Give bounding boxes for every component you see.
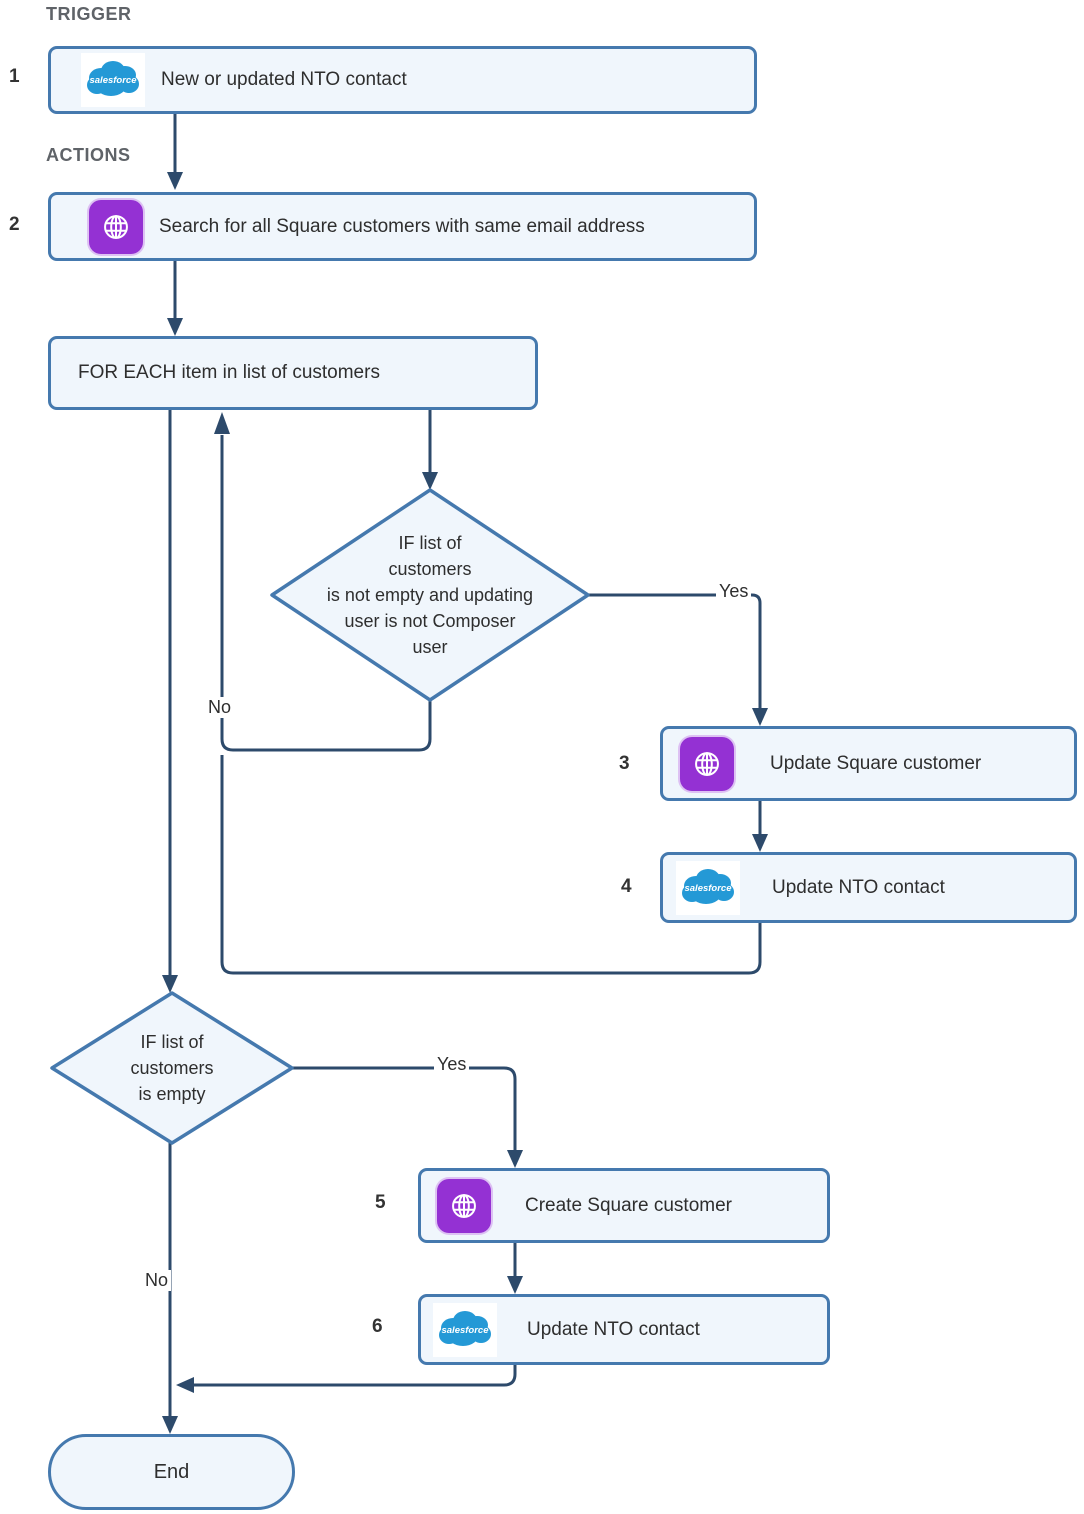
- node-label: Search for all Square customers with sam…: [159, 215, 645, 237]
- globe-icon: [89, 199, 143, 254]
- edge-label-no-2: No: [142, 1270, 172, 1291]
- salesforce-icon: salesforce: [676, 860, 740, 915]
- node-step3-update-square-customer: Update Square customer: [660, 726, 1077, 801]
- section-header-actions: ACTIONS: [46, 145, 131, 165]
- node-label: Create Square customer: [525, 1194, 732, 1216]
- decision-text: IF list of customers is not empty and up…: [326, 533, 534, 657]
- edge-label-yes-1: Yes: [716, 581, 752, 602]
- salesforce-logo-text: salesforce: [441, 1325, 489, 1336]
- edge-label-no-1: No: [205, 697, 235, 718]
- step-number-1: 1: [9, 66, 20, 87]
- salesforce-icon: salesforce: [433, 1302, 497, 1357]
- node-end-terminator: End: [48, 1434, 295, 1510]
- salesforce-logo-text: salesforce: [684, 883, 732, 894]
- decision-list-is-empty: IF list of customers is empty: [50, 991, 294, 1145]
- decision-list-not-empty-and-not-composer-user: IF list of customers is not empty and up…: [270, 488, 590, 702]
- salesforce-logo-text: salesforce: [89, 75, 137, 86]
- node-step2-search-square-customers: Search for all Square customers with sam…: [48, 192, 757, 261]
- node-for-each-loop: FOR EACH item in list of customers: [48, 336, 538, 410]
- globe-icon: [680, 736, 734, 791]
- decision-text: IF list of customers is empty: [130, 1032, 214, 1104]
- step-number-6: 6: [372, 1316, 383, 1337]
- edge-label-yes-2: Yes: [434, 1054, 470, 1075]
- step-number-4: 4: [621, 876, 632, 897]
- step-number-3: 3: [619, 753, 630, 774]
- node-label: Update Square customer: [770, 752, 982, 774]
- node-step4-update-nto-contact: salesforce Update NTO contact: [660, 852, 1077, 923]
- node-label: FOR EACH item in list of customers: [78, 362, 380, 383]
- diamond-shape: [50, 991, 294, 1145]
- node-step5-create-square-customer: Create Square customer: [418, 1168, 830, 1243]
- section-header-trigger: TRIGGER: [46, 4, 132, 24]
- node-step6-update-nto-contact: salesforce Update NTO contact: [418, 1294, 830, 1365]
- diamond-shape: [270, 488, 590, 702]
- node-label: New or updated NTO contact: [161, 69, 407, 90]
- node-label: Update NTO contact: [527, 1318, 700, 1340]
- node-label: Update NTO contact: [772, 876, 945, 898]
- node-step1-new-or-updated-nto-contact: salesforce New or updated NTO contact: [48, 46, 757, 114]
- step-number-5: 5: [375, 1192, 386, 1213]
- salesforce-icon: salesforce: [81, 53, 145, 107]
- globe-icon: [437, 1178, 491, 1233]
- step-number-2: 2: [9, 214, 20, 235]
